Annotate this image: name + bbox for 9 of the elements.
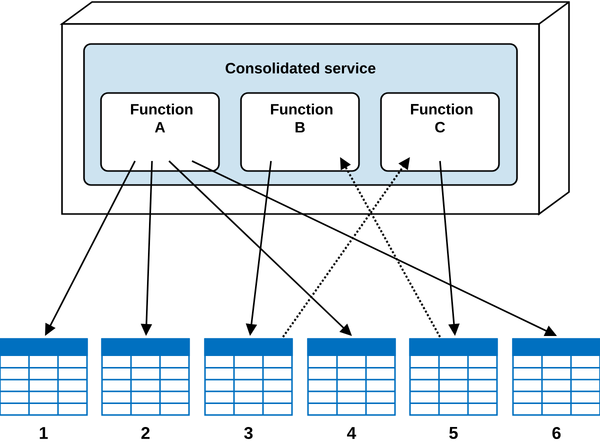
- function-box: Function A: [100, 92, 220, 172]
- function-box: Function B: [240, 92, 360, 172]
- function-box: Function C: [380, 92, 500, 172]
- table-number: 5: [449, 427, 458, 439]
- table-number: 2: [141, 427, 150, 439]
- table-number: 4: [347, 427, 356, 439]
- table-number: 3: [244, 426, 253, 440]
- table-number: 6: [552, 426, 561, 440]
- table-number: 1: [40, 427, 48, 439]
